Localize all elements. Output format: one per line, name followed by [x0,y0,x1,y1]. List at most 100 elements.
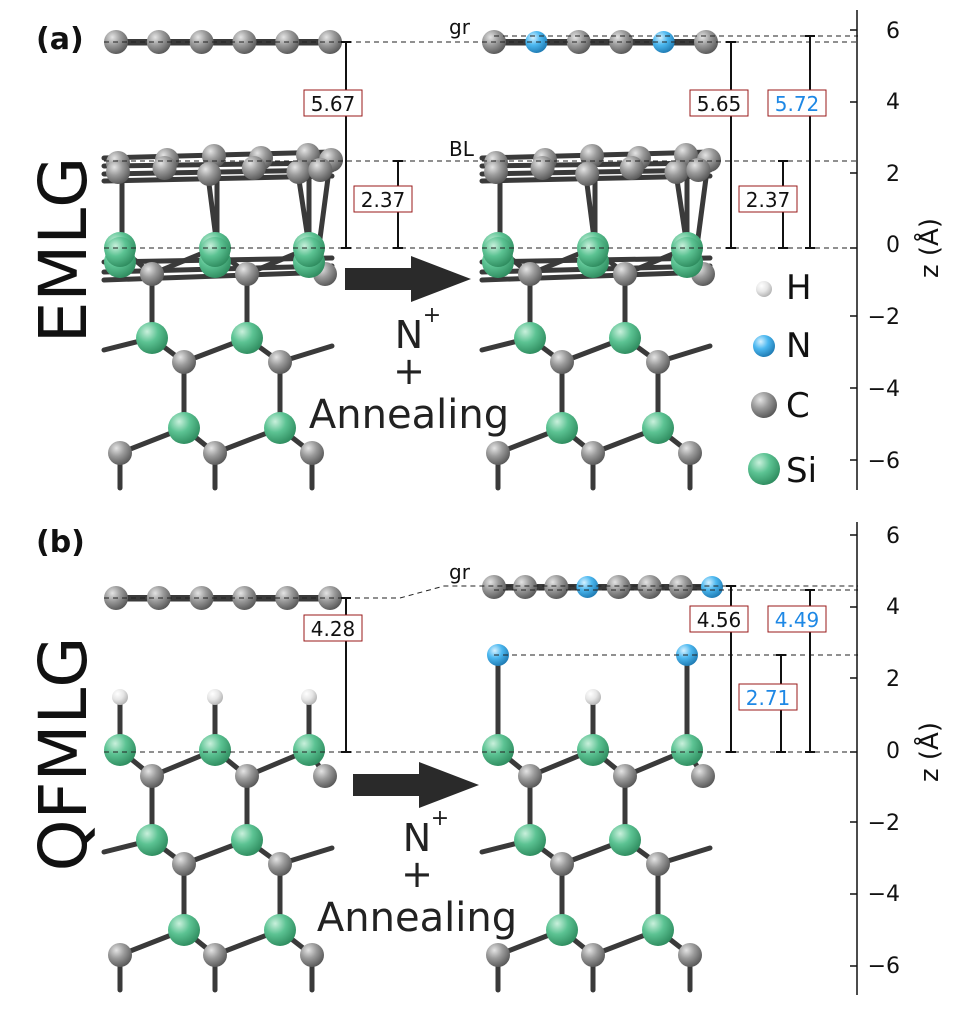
carbon-atom [646,852,670,876]
distance-label-b-left-gr: 4.28 [303,614,363,642]
carbon-atom [189,30,214,54]
svg-text:N: N [786,326,811,366]
svg-text:4.56: 4.56 [697,608,742,632]
carbon-atom [513,575,538,599]
panel-a-arrow-sup: + [423,303,441,328]
svg-text:0: 0 [886,739,900,764]
carbon-atom [530,156,555,180]
panel-a-sample-label: EMLG [25,157,102,344]
guide-layer [104,35,858,753]
panel-a-arrow-plus: + [393,349,425,393]
axis-layer [850,10,858,995]
carbon-atom [550,852,574,876]
carbon-atom [581,943,605,967]
carbon-atom [637,575,662,599]
carbon-atom [172,350,196,374]
silicon-atom [546,914,578,946]
nitrogen-atom-icon [753,335,775,357]
silicon-atom [199,734,231,766]
panel-a-gr-label: gr [449,15,471,39]
carbon-atom [203,943,227,967]
svg-text:4.28: 4.28 [311,617,356,641]
panel-b-ticks: 6 4 2 0 −2 −4 −6 [868,524,900,979]
carbon-atom [313,764,337,788]
bond [694,175,709,249]
carbon-atom [664,160,689,184]
carbon-atom [550,350,574,374]
silicon-atom [483,237,513,267]
silicon-atom [231,322,263,354]
panel-a-arrow [345,256,471,302]
carbon-atom [484,160,508,184]
panel-b-arrow-annealing: Annealing [317,895,517,941]
distance-label-a-right-gr-n: 5.72 [767,89,827,117]
distance-label-a-right-gr: 5.65 [689,89,749,117]
distance-label-a-left-bl: 2.37 [353,185,413,213]
carbon-atom [286,160,311,184]
carbon-atom [300,943,324,967]
carbon-atom [518,764,542,788]
carbon-atom [308,158,333,182]
svg-text:5.67: 5.67 [311,92,356,116]
carbon-atom [566,30,591,54]
panel-b-arrow [353,762,479,808]
hydrogen-atom [301,689,317,705]
svg-text:−6: −6 [868,449,900,474]
svg-text:2: 2 [886,162,900,187]
svg-text:−2: −2 [868,305,900,330]
silicon-atom [264,412,296,444]
legend-item-n: N [753,326,811,366]
silicon-atom [136,322,168,354]
panel-a-arrow-n: N [395,313,423,357]
nitrogen-atom [576,576,599,598]
svg-text:0: 0 [886,233,900,258]
legend-item-h: H [756,268,812,308]
carbon-atom [152,156,177,180]
silicon-atom [168,914,200,946]
silicon-atom [293,734,325,766]
carbon-atom [486,943,510,967]
svg-text:2: 2 [886,667,900,692]
panel-a-axis-label: z (Å) [913,218,945,278]
carbon-atom [691,764,715,788]
carbon-atom [189,586,214,610]
carbon-atom [108,441,132,465]
silicon-atom [105,237,135,267]
carbon-atom [613,262,637,286]
silicon-atom [609,824,641,856]
silicon-atom [294,237,324,267]
silicon-atom [642,914,674,946]
svg-text:2.37: 2.37 [361,188,406,212]
carbon-atom [235,764,259,788]
carbon-atom [575,162,600,186]
silicon-atom [482,734,514,766]
carbon-atom [108,943,132,967]
bond [316,175,331,249]
svg-text:6: 6 [886,19,900,44]
svg-text:6: 6 [886,524,900,549]
carbon-atom [678,441,702,465]
panel-b-tag: (b) [36,525,85,560]
svg-text:−4: −4 [868,377,900,402]
carbon-atom [268,852,292,876]
svg-text:4: 4 [886,595,900,620]
carbon-atom [140,764,164,788]
carbon-atom [668,575,693,599]
carbon-atom [544,575,569,599]
carbon-atom [694,30,718,54]
silicon-atom [136,824,168,856]
carbon-atom [606,575,631,599]
carbon-atom [613,764,637,788]
carbon-atom [197,162,222,186]
svg-text:2.37: 2.37 [746,188,791,212]
silicon-atom [578,237,608,267]
silicon-atom-icon [748,453,780,485]
distance-label-b-right-gr: 4.56 [689,605,749,633]
carbon-atom [619,156,644,180]
distance-label-a-left-gr: 5.67 [303,89,363,117]
svg-text:2.71: 2.71 [746,686,791,710]
panel-b-gr-label: gr [449,560,471,584]
svg-text:4: 4 [886,90,900,115]
carbon-atom [232,30,257,54]
silicon-atom [200,237,230,267]
